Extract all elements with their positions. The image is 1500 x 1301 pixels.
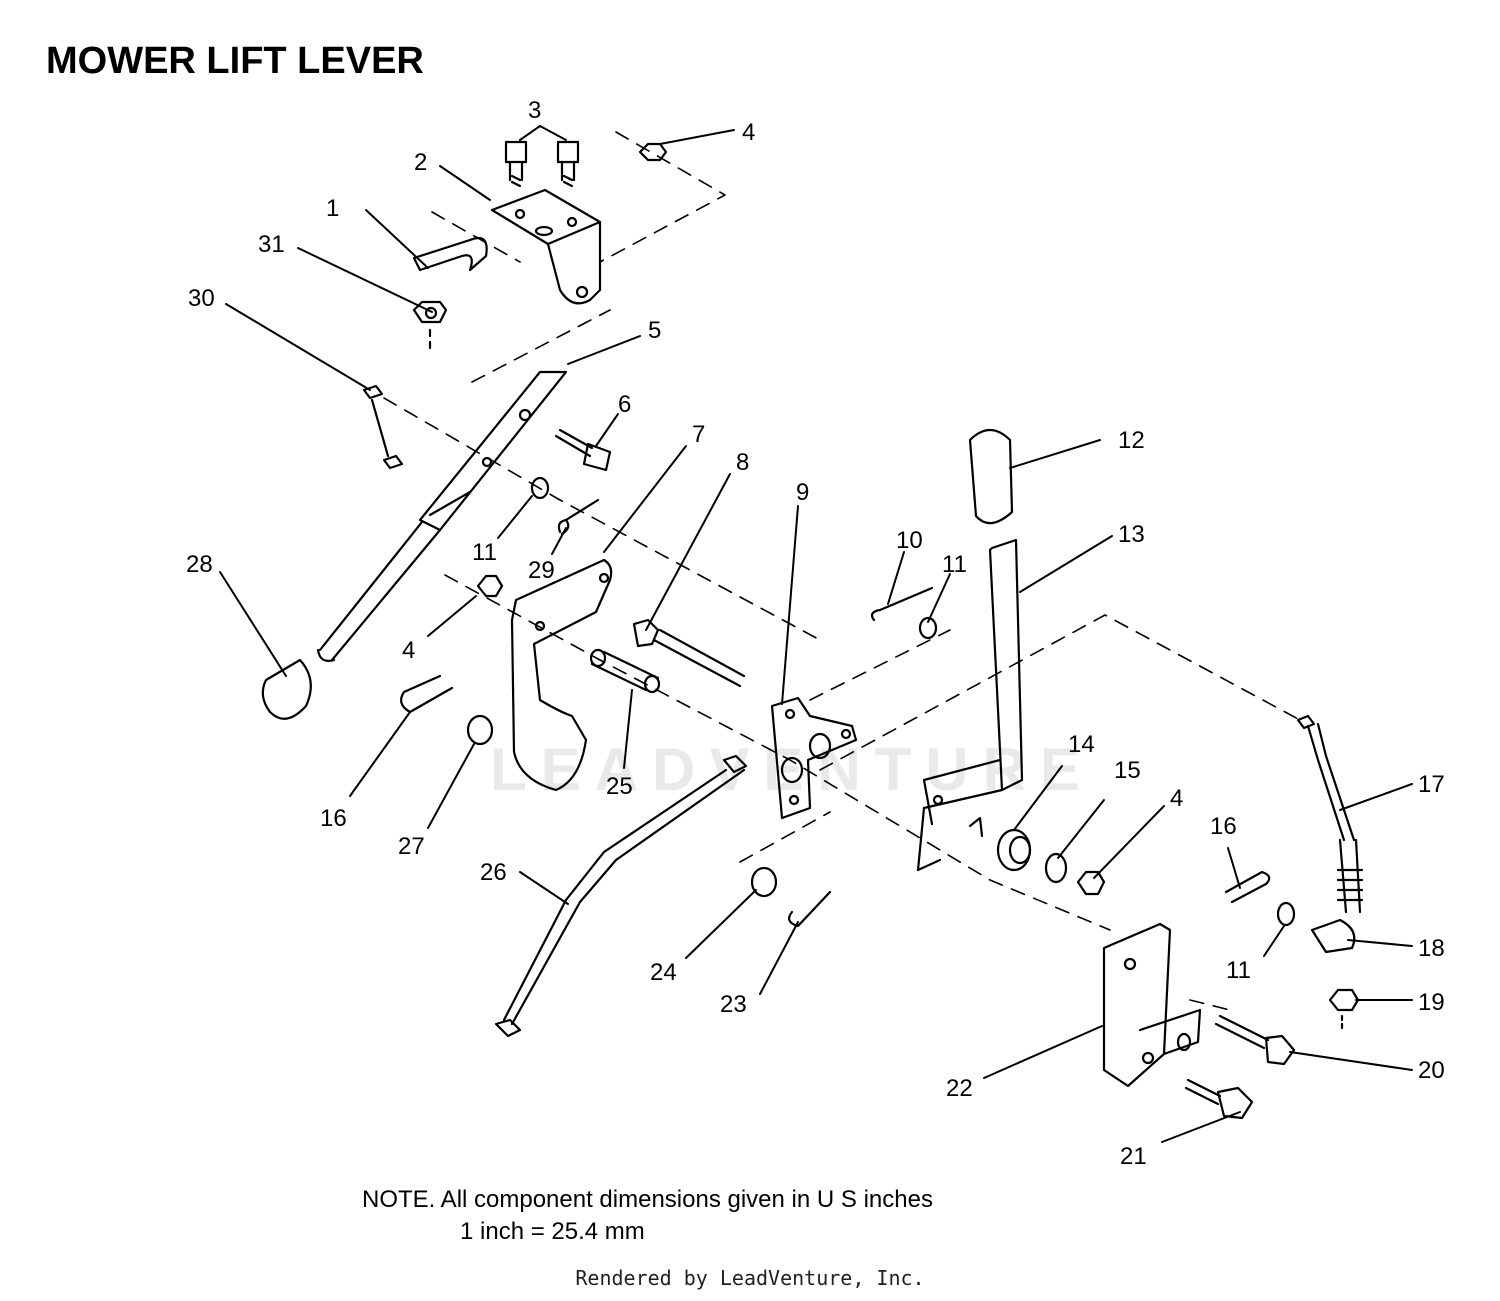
callout-15: 15: [1114, 757, 1141, 784]
note-line-2: 1 inch = 25.4 mm: [460, 1218, 645, 1245]
footer-credit: Rendered by LeadVenture, Inc.: [575, 1266, 925, 1290]
watermark-text: LEADVENTURE: [490, 736, 1095, 803]
callout-25: 25: [606, 773, 633, 800]
plate-part-7: [510, 558, 613, 792]
callout-17: 17: [1418, 771, 1445, 798]
washer-part-24: [750, 866, 778, 898]
callout-11-left: 11: [472, 539, 497, 566]
link-rod-part-30: [362, 384, 404, 470]
pin-part-16-left: [399, 674, 454, 714]
trunnion-part-18: [1310, 918, 1356, 954]
bolt-part-21: [1184, 1078, 1254, 1120]
dimension-note: NOTE. All component dimensions given in …: [362, 1184, 933, 1248]
callout-7: 7: [692, 421, 705, 448]
callout-31: 31: [258, 231, 285, 258]
callout-14: 14: [1068, 731, 1095, 758]
lift-handle-part-5: [316, 370, 568, 662]
callout-8: 8: [736, 449, 749, 476]
washer-part-11-mid: [918, 616, 938, 640]
callout-27: 27: [398, 833, 425, 860]
rod-part-17: [1296, 714, 1364, 914]
washer-part-15: [1044, 852, 1068, 884]
washer-part-11-right: [1276, 901, 1296, 927]
callout-12: 12: [1118, 427, 1145, 454]
bracket-part-22: [1102, 922, 1202, 1088]
callout-11-right: 11: [1226, 957, 1251, 984]
callout-30: 30: [188, 285, 215, 312]
pin-part-23: [788, 890, 832, 928]
grip-part-12: [968, 428, 1014, 525]
bracket-part-9: [770, 696, 858, 820]
knob-part-28: [261, 658, 312, 720]
rod-part-26: [494, 754, 748, 1038]
bushing-part-14: [996, 828, 1032, 872]
callout-21: 21: [1120, 1143, 1147, 1170]
lever-part-13: [916, 538, 1024, 872]
callout-19: 19: [1418, 989, 1445, 1016]
callout-13: 13: [1118, 521, 1145, 548]
nut-part-19: [1328, 988, 1360, 1030]
callout-1: 1: [326, 195, 339, 222]
callout-23: 23: [720, 991, 747, 1018]
pin-part-16-right: [1224, 870, 1271, 904]
callout-labels: 1 2 3 4 31 30 5 6 7 8 9 12 13 10 11 28 1…: [186, 97, 1445, 1170]
callout-11-mid: 11: [942, 551, 967, 578]
pin-part-10: [870, 586, 934, 622]
callout-5: 5: [648, 317, 661, 344]
page-title: MOWER LIFT LEVER: [46, 40, 424, 82]
callout-3: 3: [528, 97, 541, 124]
callout-22: 22: [946, 1075, 973, 1102]
callout-4-mid: 4: [402, 637, 415, 664]
callout-20: 20: [1418, 1057, 1445, 1084]
washer-part-27: [466, 714, 494, 746]
callout-4-top: 4: [742, 119, 755, 146]
callout-28: 28: [186, 551, 213, 578]
callout-24: 24: [650, 959, 677, 986]
callout-6: 6: [618, 391, 631, 418]
bracket-part-2: [490, 188, 602, 305]
callout-18: 18: [1418, 935, 1445, 962]
clip-part-1: [412, 236, 488, 272]
callout-16-right: 16: [1210, 813, 1237, 840]
bolt-part-8: [632, 618, 746, 688]
nut-part-31: [412, 300, 448, 356]
callout-29: 29: [528, 557, 555, 584]
bolt-pair-part-3: [504, 140, 580, 188]
washer-part-11-left: [530, 476, 550, 500]
callout-9: 9: [796, 479, 809, 506]
leader-lines: [219, 125, 1413, 1143]
sleeve-part-25: [589, 648, 661, 694]
callout-4-right: 4: [1170, 785, 1183, 812]
callout-16-left: 16: [320, 805, 347, 832]
nut-part-4-mid: [476, 574, 504, 598]
note-line-1: NOTE. All component dimensions given in …: [362, 1186, 933, 1213]
bolt-part-20: [1214, 1014, 1296, 1066]
callout-10: 10: [896, 527, 923, 554]
callout-26: 26: [480, 859, 507, 886]
bolt-part-6: [554, 428, 612, 472]
nut-part-4-right: [1076, 870, 1106, 896]
nut-part-4-top: [638, 142, 668, 162]
callout-2: 2: [414, 149, 427, 176]
assembly-dash-lines: [383, 131, 1301, 1011]
